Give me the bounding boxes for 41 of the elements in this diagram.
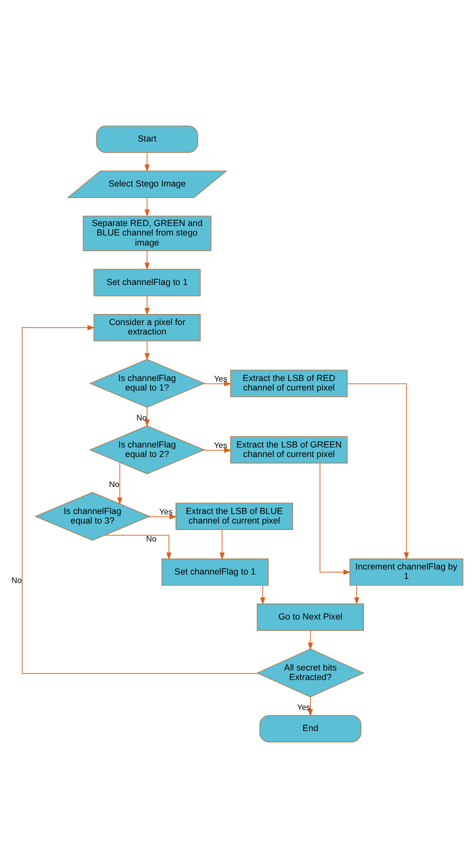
edge-label: No xyxy=(109,480,120,489)
node-box: Increment channelFlag by 1 xyxy=(350,558,464,586)
node-diamond: Is channelFlag equal to 1? xyxy=(89,358,206,408)
node-box: Start xyxy=(96,126,198,153)
node-box: Extract the LSB of BLUE channel of current pixel xyxy=(176,502,294,530)
arrow xyxy=(308,696,313,717)
arrow xyxy=(308,630,313,650)
edge-label: No xyxy=(11,576,22,586)
arrow xyxy=(220,530,225,560)
arrow xyxy=(144,407,150,427)
edge-label: Yes xyxy=(214,440,228,450)
edge-label: No xyxy=(146,534,157,544)
node-box: Consider a pixel for extraction xyxy=(94,314,201,342)
arrow xyxy=(144,197,150,217)
node-box: Extract the LSB of GREEN channel of current pixel xyxy=(230,436,348,464)
node-box: Extract the LSB of RED channel of current pixel xyxy=(230,370,348,398)
arrow xyxy=(260,585,266,605)
node-diamond: Is channelFlag equal to 2? xyxy=(89,425,206,474)
node-box: Go to Next Pixel xyxy=(256,604,364,631)
arrow xyxy=(144,340,150,360)
arrow xyxy=(203,381,232,386)
node-box: End xyxy=(259,715,362,742)
arrow xyxy=(203,448,232,453)
arrow xyxy=(144,250,150,270)
arrow xyxy=(22,325,258,674)
edge-label: No xyxy=(136,413,147,422)
arrow xyxy=(144,152,150,172)
arrow xyxy=(320,462,351,575)
node-box: Set channelFlag to 1 xyxy=(162,558,269,586)
arrow xyxy=(144,296,150,316)
node-diamond: All secret bits Extracted? xyxy=(256,648,364,698)
edge-label: Yes xyxy=(159,507,173,516)
arrow xyxy=(117,462,122,505)
node-box: Separate RED, GREEN and BLUE channel from stego image xyxy=(82,216,212,252)
edge-label: Yes xyxy=(297,702,310,712)
arrow xyxy=(104,534,172,560)
arrow xyxy=(148,514,177,520)
arrow xyxy=(354,585,360,605)
arrow xyxy=(346,383,409,560)
node-box: Set channelFlag to 1 xyxy=(94,268,201,296)
edge-label: Yes xyxy=(214,374,228,384)
